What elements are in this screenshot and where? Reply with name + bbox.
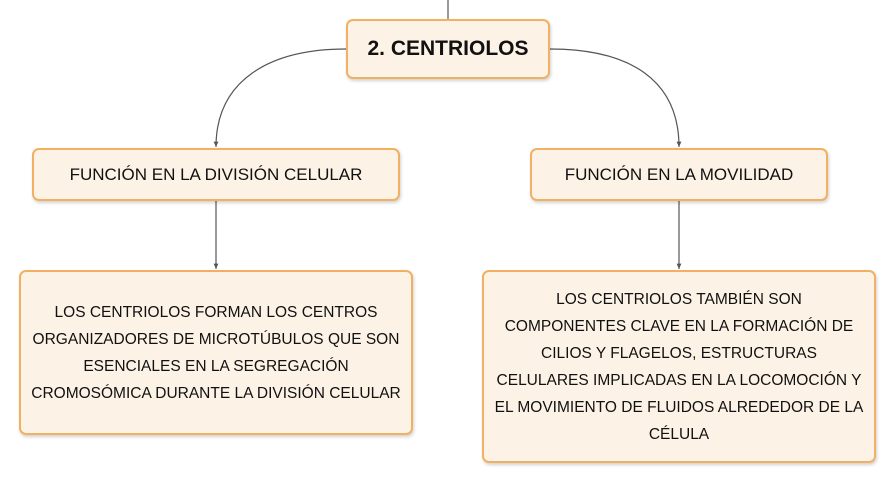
- branch-node-label: FUNCIÓN EN LA DIVISIÓN CELULAR: [69, 164, 363, 184]
- detail-node-cell-division[interactable]: LOS CENTRIOLOS FORMAN LOS CENTROS ORGANI…: [19, 270, 413, 435]
- detail-node-text: LOS CENTRIOLOS TAMBIÉN SON COMPONENTES C…: [494, 290, 864, 443]
- detail-node-text: LOS CENTRIOLOS FORMAN LOS CENTROS ORGANI…: [31, 303, 401, 402]
- connector-root-to-right-branch: [549, 48, 682, 148]
- connector-root-to-left-branch: [213, 48, 347, 148]
- root-node[interactable]: 2. CENTRIOLOS: [346, 19, 550, 79]
- branch-node-label: FUNCIÓN EN LA MOVILIDAD: [564, 164, 794, 184]
- detail-node-motility[interactable]: LOS CENTRIOLOS TAMBIÉN SON COMPONENTES C…: [482, 270, 876, 463]
- root-node-label: 2. CENTRIOLOS: [367, 37, 529, 60]
- branch-node-motility[interactable]: FUNCIÓN EN LA MOVILIDAD: [530, 148, 828, 201]
- branch-node-cell-division[interactable]: FUNCIÓN EN LA DIVISIÓN CELULAR: [32, 148, 400, 201]
